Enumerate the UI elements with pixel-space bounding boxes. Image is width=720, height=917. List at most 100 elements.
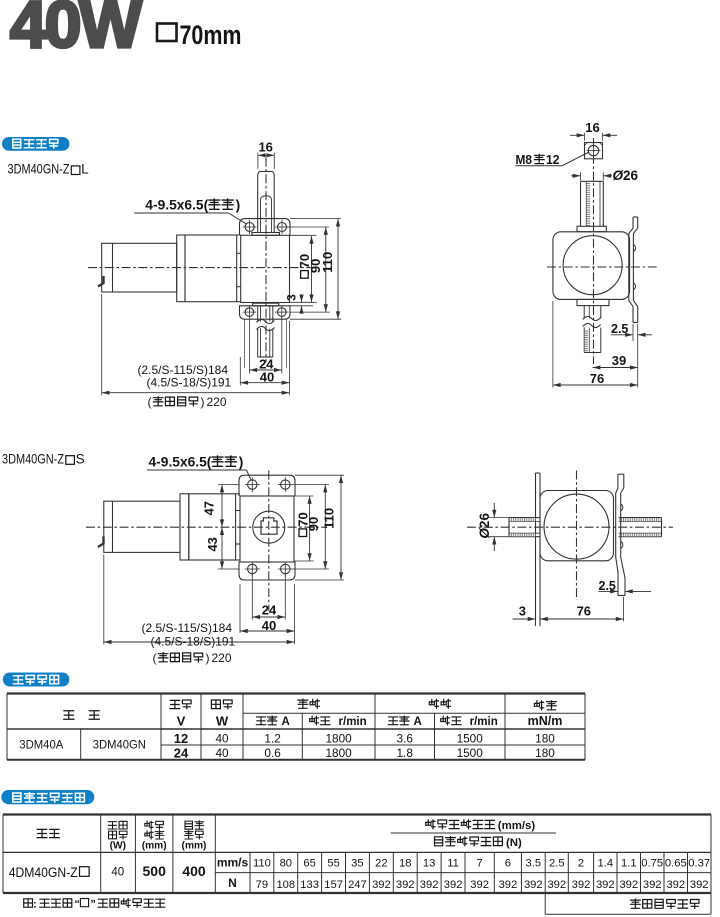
svg-text:40: 40 (215, 731, 229, 745)
svg-text:2.5: 2.5 (599, 579, 616, 593)
svg-text:180: 180 (535, 746, 555, 760)
svg-text:392: 392 (619, 879, 638, 891)
svg-text:3: 3 (285, 294, 299, 301)
svg-text:(4.5/S-18/S)191: (4.5/S-18/S)191 (147, 376, 232, 390)
svg-text:(: ( (153, 651, 157, 665)
svg-text:): ) (206, 651, 210, 665)
svg-text:”: ” (90, 899, 96, 911)
svg-text:70: 70 (297, 254, 312, 268)
svg-text:r/min: r/min (470, 716, 498, 728)
svg-text:0.6: 0.6 (264, 746, 281, 760)
svg-text:0.65: 0.65 (665, 858, 687, 870)
svg-text:“: “ (74, 899, 80, 911)
svg-text:40: 40 (111, 867, 124, 879)
svg-text:18: 18 (399, 858, 411, 870)
svg-text:220: 220 (207, 395, 227, 409)
svg-text:V: V (177, 714, 186, 729)
svg-text:392: 392 (643, 879, 662, 891)
svg-text:392: 392 (372, 879, 391, 891)
svg-text:12: 12 (174, 731, 188, 746)
svg-text:r/min: r/min (339, 716, 367, 728)
svg-text:(: ( (148, 395, 152, 409)
svg-text:16: 16 (585, 120, 599, 135)
svg-text:392: 392 (596, 879, 615, 891)
svg-text:392: 392 (444, 879, 463, 891)
svg-text:24: 24 (262, 603, 277, 618)
svg-text:76: 76 (590, 371, 604, 386)
svg-text:1.1: 1.1 (621, 858, 637, 870)
svg-text:108: 108 (276, 879, 295, 891)
svg-text:1.2: 1.2 (264, 731, 280, 745)
svg-text:392: 392 (547, 879, 566, 891)
svg-text:392: 392 (396, 879, 415, 891)
svg-text:79: 79 (256, 879, 268, 891)
svg-text:392: 392 (420, 879, 439, 891)
svg-text:40: 40 (215, 746, 229, 760)
svg-text:43: 43 (205, 537, 220, 551)
svg-text:mN/m: mN/m (528, 714, 563, 728)
svg-text:24: 24 (259, 356, 274, 371)
svg-text:392: 392 (524, 879, 543, 891)
svg-text:3.6: 3.6 (396, 731, 413, 745)
svg-text:1800: 1800 (325, 746, 352, 760)
svg-text:A: A (414, 716, 422, 728)
svg-text:133: 133 (300, 879, 319, 891)
svg-text:110: 110 (253, 858, 271, 870)
svg-text:2: 2 (578, 858, 584, 870)
svg-text:392: 392 (470, 879, 489, 891)
svg-text:1.8: 1.8 (396, 746, 413, 760)
svg-text:3: 3 (519, 603, 526, 618)
svg-text:2.5: 2.5 (611, 322, 628, 336)
svg-text:6: 6 (505, 858, 511, 870)
svg-text:1500: 1500 (457, 731, 484, 745)
svg-text:12: 12 (546, 153, 560, 167)
svg-text:55: 55 (327, 858, 339, 870)
svg-text:0.37: 0.37 (688, 858, 710, 870)
svg-text:39: 39 (612, 353, 626, 368)
svg-text:400: 400 (182, 863, 206, 879)
svg-text:2.5: 2.5 (549, 858, 565, 870)
svg-text:(2.5/S-115/S)184: (2.5/S-115/S)184 (142, 621, 233, 635)
svg-text:1500: 1500 (457, 746, 484, 760)
svg-text:Ø26: Ø26 (613, 168, 639, 183)
svg-text:500: 500 (143, 863, 167, 879)
svg-text:3DM40GN-Z: 3DM40GN-Z (2, 451, 64, 466)
svg-text:40W: 40W (10, 0, 142, 61)
svg-text:7: 7 (476, 858, 482, 870)
svg-text:110: 110 (322, 508, 337, 529)
svg-text:4DM40GN-Z: 4DM40GN-Z (9, 865, 78, 880)
svg-text:S: S (76, 451, 85, 466)
svg-text:3DM40GN-Z: 3DM40GN-Z (8, 162, 70, 177)
svg-text:L: L (81, 162, 89, 177)
svg-text:4-9.5x6.5(: 4-9.5x6.5( (149, 455, 212, 470)
svg-text:180: 180 (535, 731, 555, 745)
svg-text:(4.5/S-18/S)191: (4.5/S-18/S)191 (151, 634, 236, 648)
svg-text:35: 35 (351, 858, 363, 870)
svg-text:): ) (201, 395, 205, 409)
svg-text:1.4: 1.4 (598, 858, 614, 870)
svg-text:(W): (W) (110, 841, 126, 852)
svg-text:4-9.5x6.5(: 4-9.5x6.5( (145, 198, 208, 213)
svg-text:11: 11 (447, 858, 459, 870)
svg-text:40: 40 (260, 369, 274, 384)
svg-text:(mm): (mm) (182, 841, 207, 852)
svg-text:22: 22 (375, 858, 387, 870)
svg-text:(mm/s): (mm/s) (498, 820, 536, 832)
svg-text:(N): (N) (506, 837, 522, 849)
svg-text:40: 40 (262, 618, 276, 633)
svg-text:16: 16 (258, 139, 272, 154)
svg-text:65: 65 (303, 858, 315, 870)
svg-text:47: 47 (201, 501, 216, 515)
svg-text:392: 392 (690, 879, 709, 891)
svg-text:392: 392 (499, 879, 518, 891)
svg-text:): ) (236, 198, 241, 213)
svg-text:70mm: 70mm (180, 20, 242, 50)
svg-text:247: 247 (348, 879, 367, 891)
svg-text:0.75: 0.75 (641, 858, 663, 870)
svg-text:3DM40A: 3DM40A (19, 740, 63, 752)
svg-text:80: 80 (280, 858, 292, 870)
svg-text:3.5: 3.5 (526, 858, 542, 870)
svg-text:N: N (228, 876, 237, 890)
svg-text:110: 110 (320, 252, 335, 273)
svg-text:(2.5/S-115/S)184: (2.5/S-115/S)184 (138, 363, 229, 377)
